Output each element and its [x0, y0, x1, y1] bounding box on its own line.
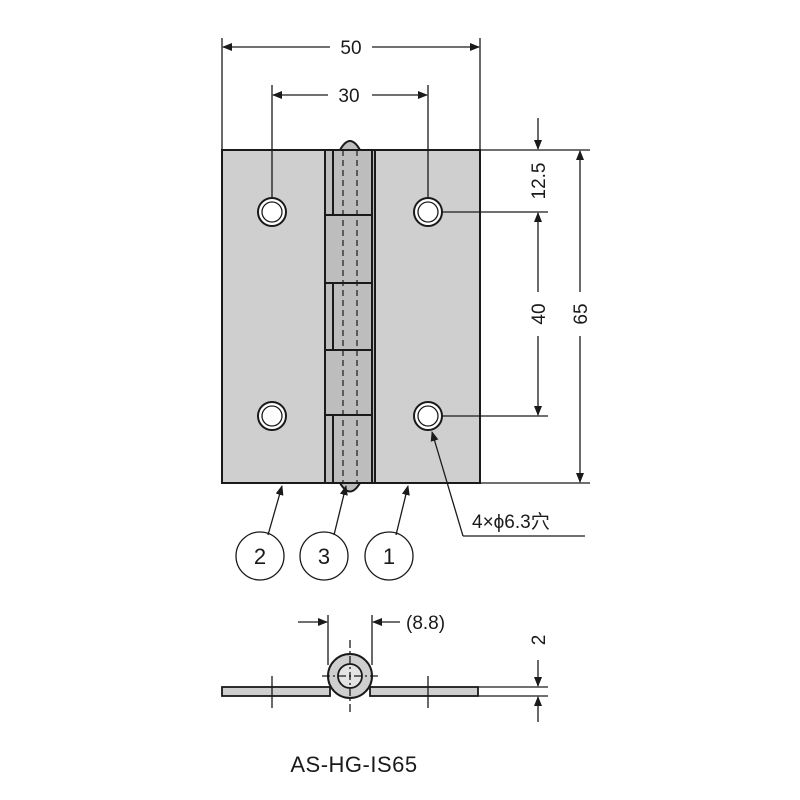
dimension-knuckle-diameter: (8.8) — [298, 613, 445, 665]
part-callout-label: 1 — [383, 544, 395, 569]
part-callout-leaders — [267, 485, 410, 536]
dimension-hole-pitch-horizontal: 30 — [271, 85, 429, 198]
dimension-overall-height: 65 — [571, 150, 592, 483]
part-callout-2: 2 — [235, 531, 285, 581]
dimension-overall-width: 50 — [221, 38, 481, 150]
side-view: (8.8) 2 — [221, 613, 550, 722]
hole-note: 4×ϕ6.3穴 — [472, 511, 550, 533]
part-callout-1: 1 — [364, 531, 414, 581]
side-right-leaf — [369, 686, 479, 697]
part-callout-label: 3 — [318, 544, 330, 569]
dim-label-hole-pitch-horizontal: 30 — [338, 86, 359, 107]
dim-label-overall-height: 65 — [571, 303, 592, 324]
front-view: 50 30 12.5 40 65 — [221, 38, 592, 581]
part-callout-label: 2 — [254, 544, 266, 569]
knuckle-segments — [324, 150, 373, 484]
dim-label-overall-width: 50 — [340, 38, 361, 59]
side-left-leaf — [221, 686, 331, 697]
dim-label-leaf-thickness: 2 — [529, 635, 550, 646]
pin-cap-top — [338, 140, 362, 151]
dimension-top-to-hole: 12.5 — [529, 118, 550, 236]
dimension-leaf-thickness: 2 — [478, 635, 550, 722]
pin-hidden-lines — [342, 150, 358, 483]
pin-cap-bottom — [338, 482, 362, 493]
dim-label-hole-pitch-vertical: 40 — [529, 303, 550, 324]
dim-label-knuckle-diameter: (8.8) — [406, 613, 445, 634]
hole-note-leader: 4×ϕ6.3穴 — [430, 431, 585, 537]
part-callout-3: 3 — [299, 531, 349, 581]
model-number: AS-HG-IS65 — [290, 752, 417, 777]
dimension-hole-pitch-vertical: 40 — [529, 236, 550, 416]
dim-label-top-to-hole: 12.5 — [529, 163, 550, 200]
